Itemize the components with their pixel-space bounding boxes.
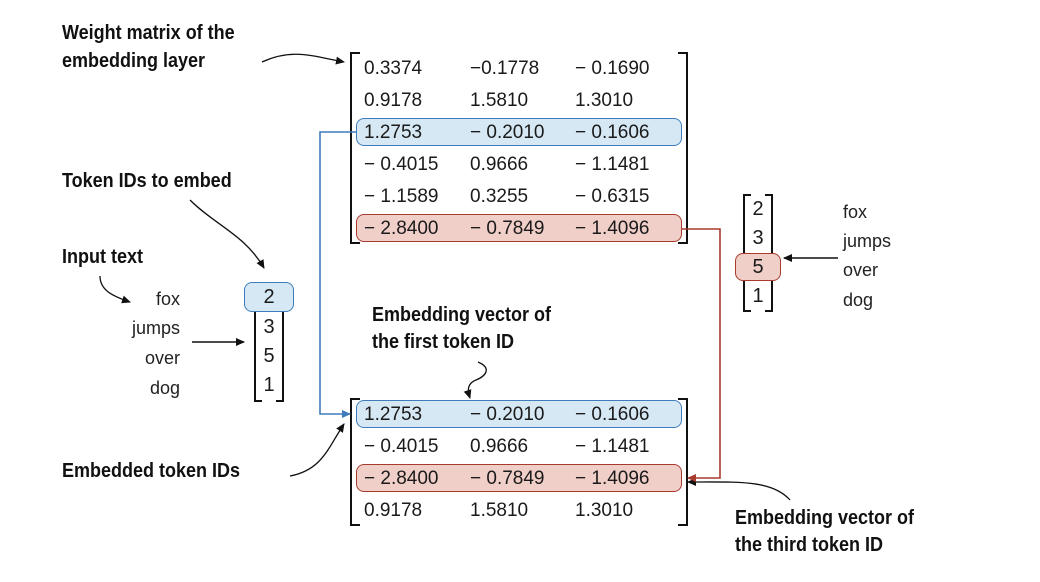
token-id-highlight-blue xyxy=(244,282,294,312)
weight-matrix-label-line2: embedding layer xyxy=(62,50,206,72)
embedded-matrix: 1.2753 − 0.2010 − 0.1606 − 0.4015 0.9666… xyxy=(350,398,688,526)
embedded-row-highlight-red xyxy=(356,464,682,492)
token-id: 2 xyxy=(263,286,275,308)
arrow-token-ids-label xyxy=(189,199,265,269)
matrix-cell: −0.1778 xyxy=(470,58,540,79)
right-word: over xyxy=(843,260,879,280)
matrix-cell: 0.9666 xyxy=(470,154,529,175)
matrix-bracket-left xyxy=(350,52,360,244)
matrix-cell: − 0.7849 xyxy=(470,218,545,239)
matrix-cell: 1.3010 xyxy=(575,90,634,111)
right-token-id-highlight-red xyxy=(735,253,781,281)
matrix-cell: 1.2753 xyxy=(364,404,423,425)
input-word: fox xyxy=(155,289,180,309)
input-text-label: Input text xyxy=(62,246,143,268)
matrix-cell: − 0.7849 xyxy=(470,468,545,489)
right-word: jumps xyxy=(843,231,892,251)
weight-row-highlight-blue xyxy=(356,118,682,146)
token-id: 3 xyxy=(752,227,764,249)
matrix-cell: − 1.4096 xyxy=(575,468,650,489)
matrix-cell: − 1.4096 xyxy=(575,218,650,239)
token-id-vector: 2 3 5 1 xyxy=(244,282,294,402)
embedded-row-highlight-blue xyxy=(356,400,682,428)
matrix-cell: 0.9666 xyxy=(470,436,529,457)
matrix-cell: − 0.2010 xyxy=(470,122,545,143)
token-id: 1 xyxy=(752,285,764,307)
matrix-bracket-right xyxy=(678,52,688,244)
arrow-input-text-label xyxy=(99,275,131,304)
matrix-cell: − 0.2010 xyxy=(470,404,545,425)
arrow-third-vector-label xyxy=(687,477,791,501)
matrix-cell: − 1.1481 xyxy=(575,436,650,457)
matrix-cell: − 1.1589 xyxy=(364,186,439,207)
arrow-first-vector-label xyxy=(463,361,487,399)
first-vector-label-line1: Embedding vector of xyxy=(372,304,552,326)
matrix-cell: 1.3010 xyxy=(575,500,634,521)
red-connector xyxy=(681,228,721,482)
token-ids-label: Token IDs to embed xyxy=(62,170,232,192)
third-vector-label-line2: the third token ID xyxy=(735,534,884,556)
right-word: dog xyxy=(843,290,874,310)
arrow-embedded-ids-label xyxy=(289,423,345,477)
first-vector-label-line2: the first token ID xyxy=(372,331,515,353)
matrix-bracket-right xyxy=(678,398,688,526)
matrix-cell: − 0.4015 xyxy=(364,436,439,457)
blue-connector xyxy=(319,131,357,418)
matrix-cell: − 0.1606 xyxy=(575,122,650,143)
right-word: fox xyxy=(843,202,868,222)
token-id: 1 xyxy=(263,374,275,396)
weight-matrix-label-line1: Weight matrix of the xyxy=(62,22,235,44)
token-id: 5 xyxy=(752,256,764,278)
matrix-cell: − 0.6315 xyxy=(575,186,650,207)
matrix-cell: − 0.1606 xyxy=(575,404,650,425)
matrix-cell: 1.5810 xyxy=(470,90,529,111)
matrix-cell: − 2.8400 xyxy=(364,468,439,489)
matrix-cell: 1.2753 xyxy=(364,122,423,143)
matrix-cell: − 0.4015 xyxy=(364,154,439,175)
right-token-id-vector: 2 3 5 1 xyxy=(735,194,781,312)
matrix-cell: 1.5810 xyxy=(470,500,529,521)
matrix-cell: − 1.1481 xyxy=(575,154,650,175)
matrix-cell: 0.9178 xyxy=(364,500,423,521)
token-id: 5 xyxy=(263,345,275,367)
token-id: 2 xyxy=(752,198,764,220)
matrix-cell: − 0.1690 xyxy=(575,58,650,79)
token-id: 3 xyxy=(263,316,275,338)
weight-row-highlight-red xyxy=(356,214,682,242)
matrix-bracket-left xyxy=(350,398,360,526)
input-word: over xyxy=(144,348,180,368)
weight-matrix: 0.3374 −0.1778 − 0.1690 0.9178 1.5810 1.… xyxy=(350,52,688,244)
third-vector-label-line1: Embedding vector of xyxy=(735,507,915,529)
matrix-cell: 0.9178 xyxy=(364,90,423,111)
input-word: jumps xyxy=(131,318,180,338)
arrow-weight-label xyxy=(261,53,345,65)
embedded-ids-label: Embedded token IDs xyxy=(62,460,241,482)
matrix-cell: − 2.8400 xyxy=(364,218,439,239)
input-word: dog xyxy=(149,378,180,398)
matrix-cell: 0.3255 xyxy=(470,186,529,207)
matrix-cell: 0.3374 xyxy=(364,58,423,79)
